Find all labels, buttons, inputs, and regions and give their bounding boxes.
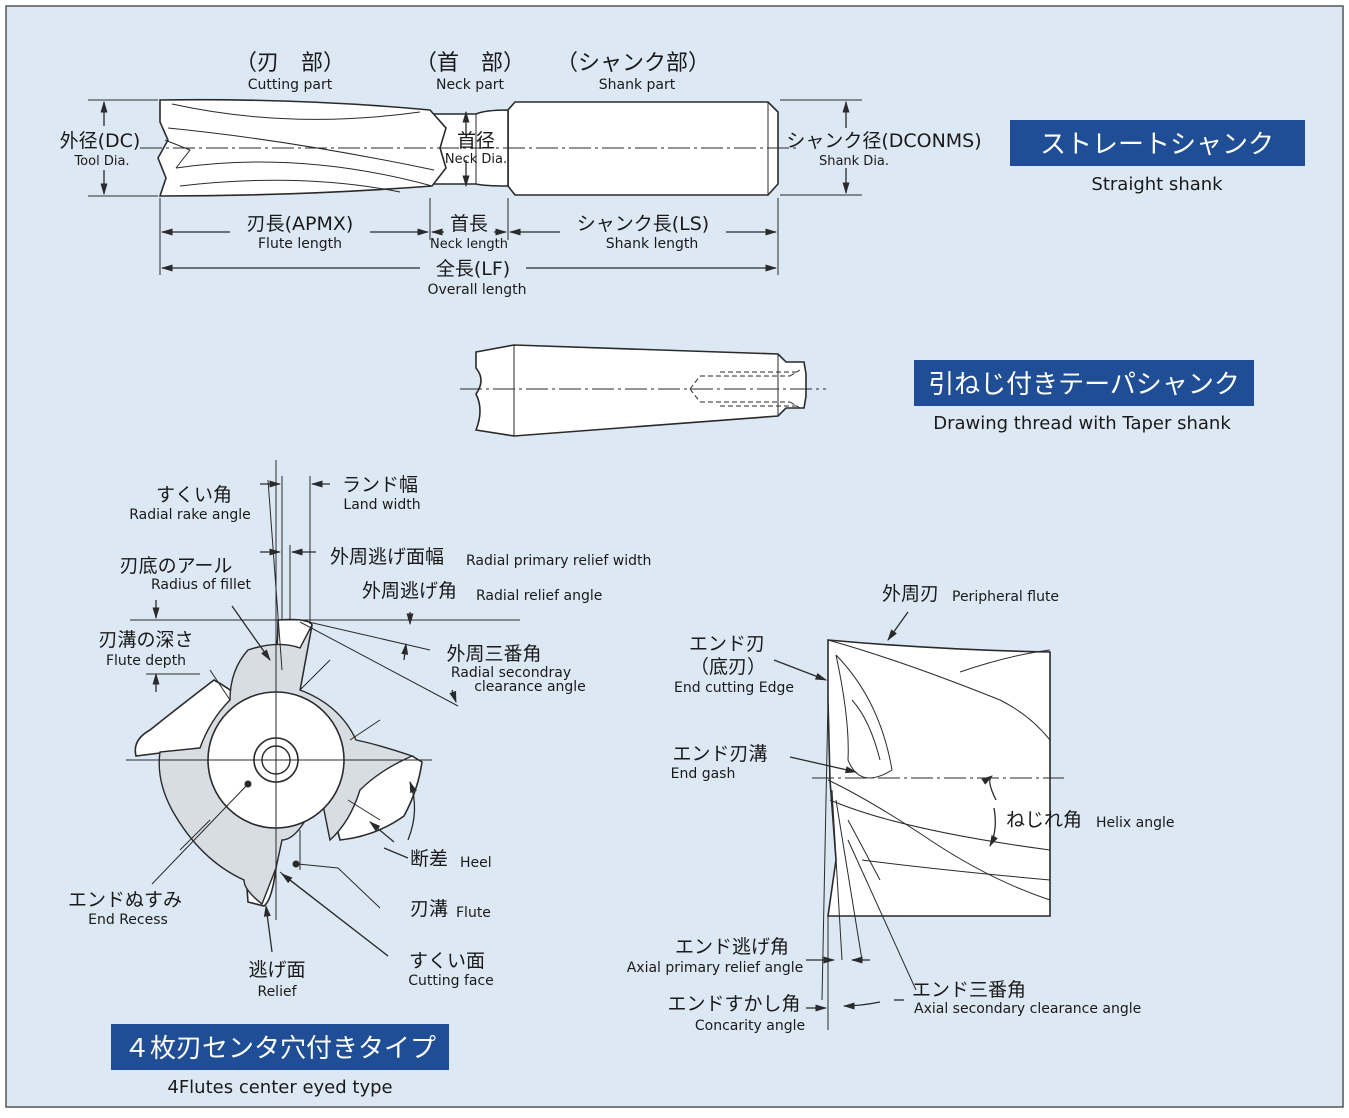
straight-shank-subtitle: Straight shank [1091, 174, 1223, 195]
shank-dia-en: Shank Dia. [819, 154, 889, 169]
shank-length-en: Shank length [606, 236, 698, 252]
cutting-part-label: （刃 部） [235, 51, 345, 76]
tool-dia-label: 外径(DC) [60, 130, 141, 152]
neck-dia-label: 首径 [457, 130, 495, 152]
concavity-angle-label: エンドすかし角 [667, 993, 800, 1015]
four-flute-subtitle: 4Flutes center eyed type [167, 1077, 392, 1098]
shank-dia-label: シャンク径(DCONMS) [786, 130, 981, 152]
straight-shank-badge [1010, 120, 1305, 166]
neck-part-label: （首 部） [415, 51, 525, 76]
cutting-face-en: Cutting face [408, 973, 494, 989]
axial-relief-label: エンド逃げ角 [675, 936, 789, 958]
heel-en: Heel [460, 855, 492, 871]
overall-length-en: Overall length [427, 282, 526, 298]
flute-depth-en: Flute depth [106, 653, 186, 669]
end-cutting-edge-label-2: （底刃） [690, 656, 766, 678]
neck-length-label: 首長 [450, 213, 488, 235]
rake-angle-label: すくい角 [156, 484, 232, 506]
neck-part-en: Neck part [436, 77, 505, 93]
radial-secondary-label: 外周三番角 [446, 643, 541, 665]
tool-dia-en: Tool Dia. [73, 154, 129, 169]
helix-angle-label: ねじれ角 [1006, 809, 1082, 831]
shank-length-label: シャンク長(LS) [577, 213, 709, 235]
rake-angle-en: Radial rake angle [129, 507, 251, 523]
flute-length-en: Flute length [258, 236, 342, 252]
four-flute-badge-text: ４枚刃センタ穴付きタイプ [124, 1034, 436, 1064]
neck-length-en: Neck length [430, 237, 508, 252]
land-width-en: Land width [343, 497, 420, 513]
cross-section-drawing [126, 460, 520, 957]
cutting-face-label: すくい面 [409, 950, 485, 972]
end-gash-label: エンド刃溝 [672, 743, 767, 765]
end-cutting-edge-en: End cutting Edge [674, 680, 794, 696]
radial-secondary-en1: Radial secondray [451, 665, 571, 681]
relief-en: Relief [257, 984, 297, 1000]
axial-secondary-label: エンド三番角 [912, 979, 1026, 1001]
cutting-part-en: Cutting part [248, 77, 333, 93]
end-recess-label: エンドぬすみ [68, 889, 182, 911]
fillet-radius-label: 刃底のアール [120, 555, 233, 577]
axial-relief-en: Axial primary relief angle [627, 960, 804, 976]
relief-label: 逃げ面 [248, 959, 305, 981]
concavity-angle-en: Concarity angle [695, 1018, 805, 1034]
overall-length-label: 全長(LF) [436, 258, 510, 280]
flute-depth-label: 刃溝の深さ [98, 629, 193, 651]
flute-label: 刃溝 [410, 898, 448, 920]
taper-shank-drawing [460, 344, 826, 437]
four-flute-badge [111, 1024, 449, 1070]
heel-label: 断差 [410, 848, 448, 870]
end-recess-en: End Recess [88, 912, 168, 928]
peripheral-flute-en: Peripheral flute [952, 589, 1059, 605]
axial-secondary-en: Axial secondary clearance angle [914, 1001, 1141, 1017]
shank-part-en: Shank part [599, 77, 676, 93]
primary-relief-width-label: 外周逃げ面幅 [330, 546, 444, 568]
fillet-radius-en: Radius of fillet [151, 577, 252, 593]
primary-relief-width-en: Radial primary relief width [466, 553, 651, 569]
radial-relief-angle-en: Radial relief angle [476, 588, 602, 604]
taper-shank-badge [914, 360, 1254, 406]
helix-angle-en: Helix angle [1096, 815, 1175, 831]
straight-shank-badge-text: ストレートシャンク [1040, 130, 1274, 160]
shank-part-label: （シャンク部） [556, 51, 710, 76]
end-cutting-edge-label: エンド刃 [689, 633, 765, 655]
flute-en: Flute [456, 905, 491, 921]
radial-secondary-en2: clearance angle [474, 679, 586, 695]
neck-dia-en: Neck Dia. [445, 152, 507, 167]
peripheral-flute-label: 外周刃 [882, 583, 939, 605]
straight-shank-drawing [88, 98, 862, 275]
taper-shank-badge-text: 引ねじ付きテーパシャンク [928, 370, 1240, 400]
flute-length-label: 刃長(APMX) [247, 213, 354, 235]
end-gash-en: End gash [671, 766, 736, 782]
taper-shank-subtitle: Drawing thread with Taper shank [933, 413, 1231, 434]
radial-relief-angle-label: 外周逃げ角 [362, 580, 457, 602]
land-width-label: ランド幅 [342, 474, 418, 496]
side-view-drawing [773, 611, 1064, 1030]
